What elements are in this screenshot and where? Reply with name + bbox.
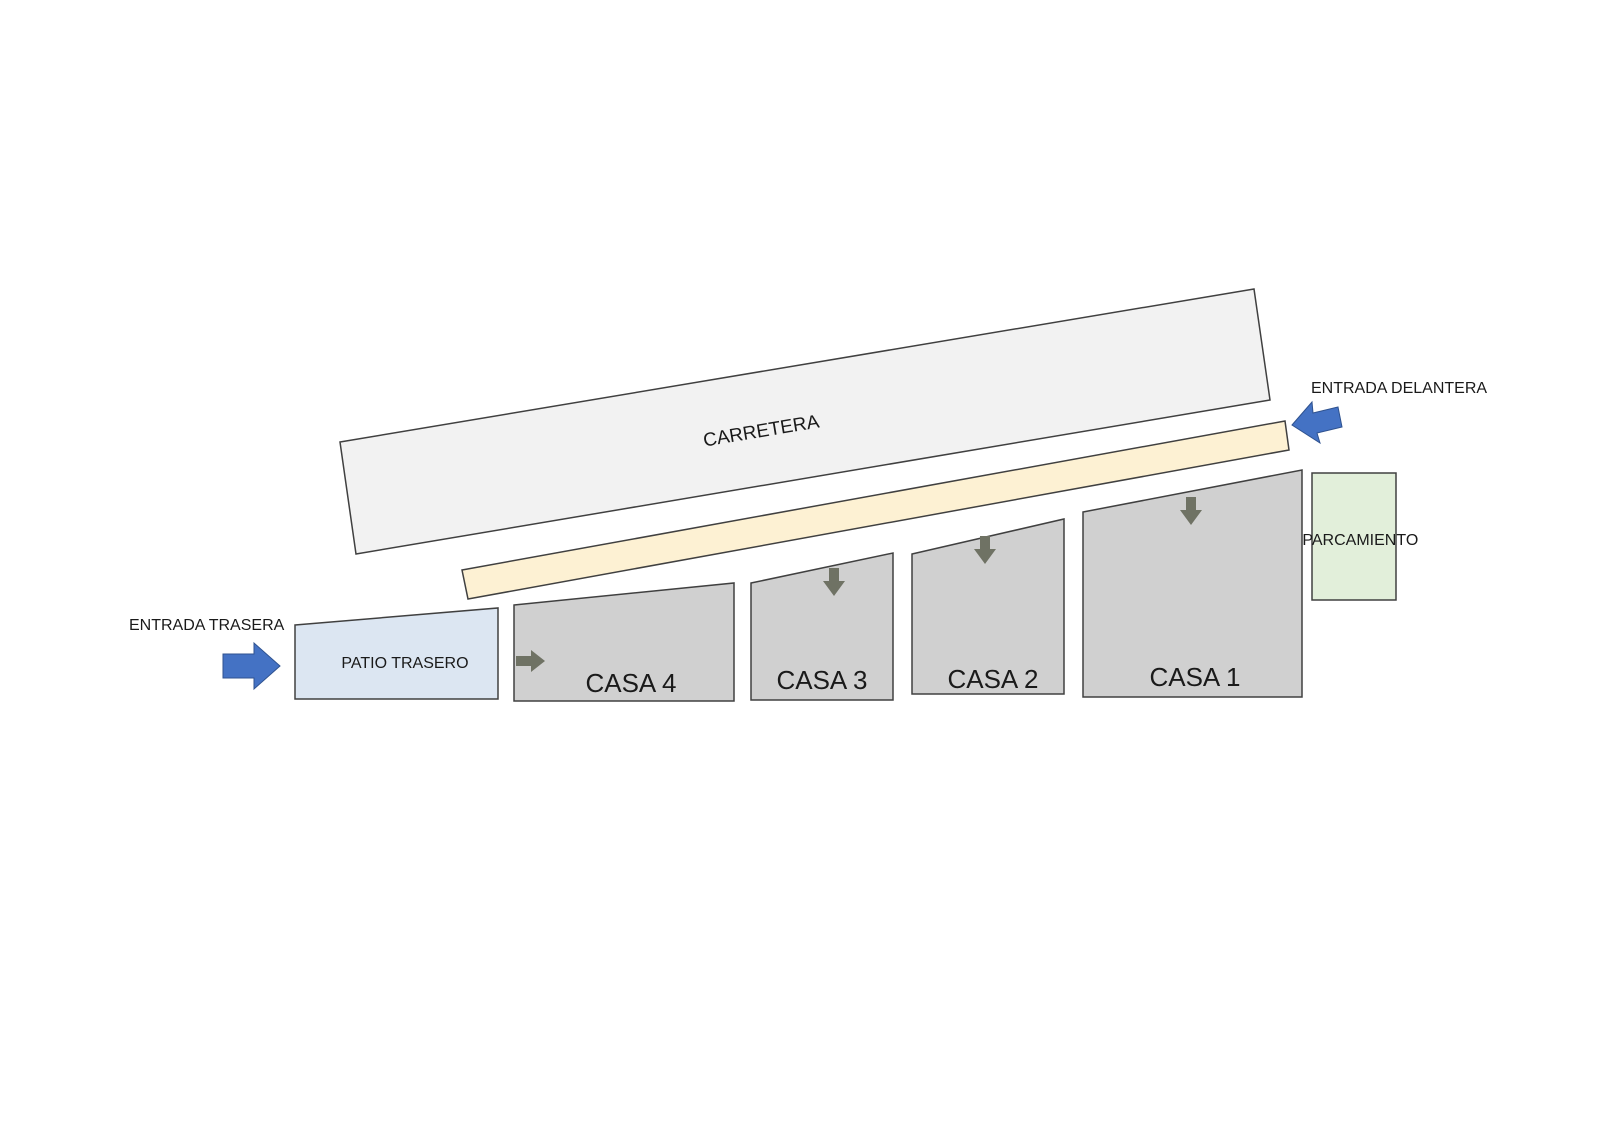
back-patio-shape: [294, 607, 499, 700]
rear-entrance: ENTRADA TRASERA: [129, 617, 285, 691]
front-entrance-arrow-icon: [1291, 400, 1343, 445]
parking: APARCAMIENTO: [1292, 472, 1419, 601]
house-4: CASA 4: [513, 582, 735, 702]
house-4-shape: [513, 582, 735, 702]
house-3-label: CASA 3: [776, 665, 867, 695]
house-2-shape: [911, 518, 1065, 695]
front-entrance-label: ENTRADA DELANTERA: [1311, 380, 1487, 397]
road: CARRETERA: [339, 288, 1271, 555]
house-1-shape: [1082, 469, 1303, 698]
house-1: CASA 1: [1082, 469, 1303, 698]
road-shape: [339, 288, 1271, 555]
parking-shape: [1311, 472, 1397, 601]
back-patio: PATIO TRASERO: [294, 607, 499, 700]
house-3-shape: [750, 552, 894, 701]
rear-entrance-arrow-icon: [222, 641, 281, 691]
front-entrance: ENTRADA DELANTERA: [1291, 380, 1487, 445]
rear-entrance-label: ENTRADA TRASERA: [129, 617, 285, 634]
back-patio-label: PATIO TRASERO: [341, 655, 468, 672]
house-3: CASA 3: [750, 552, 894, 701]
house-3-arrow-icon: [823, 568, 845, 596]
house-1-label: CASA 1: [1149, 662, 1240, 692]
front-walkway: [461, 420, 1290, 600]
house-2-arrow-icon: [974, 536, 996, 564]
house-2-label: CASA 2: [947, 664, 1038, 694]
parking-label: APARCAMIENTO: [1292, 532, 1419, 549]
house-1-arrow-icon: [1180, 497, 1202, 525]
house-4-label: CASA 4: [585, 668, 676, 698]
house-2: CASA 2: [911, 518, 1065, 695]
house-4-arrow-icon: [516, 650, 545, 672]
